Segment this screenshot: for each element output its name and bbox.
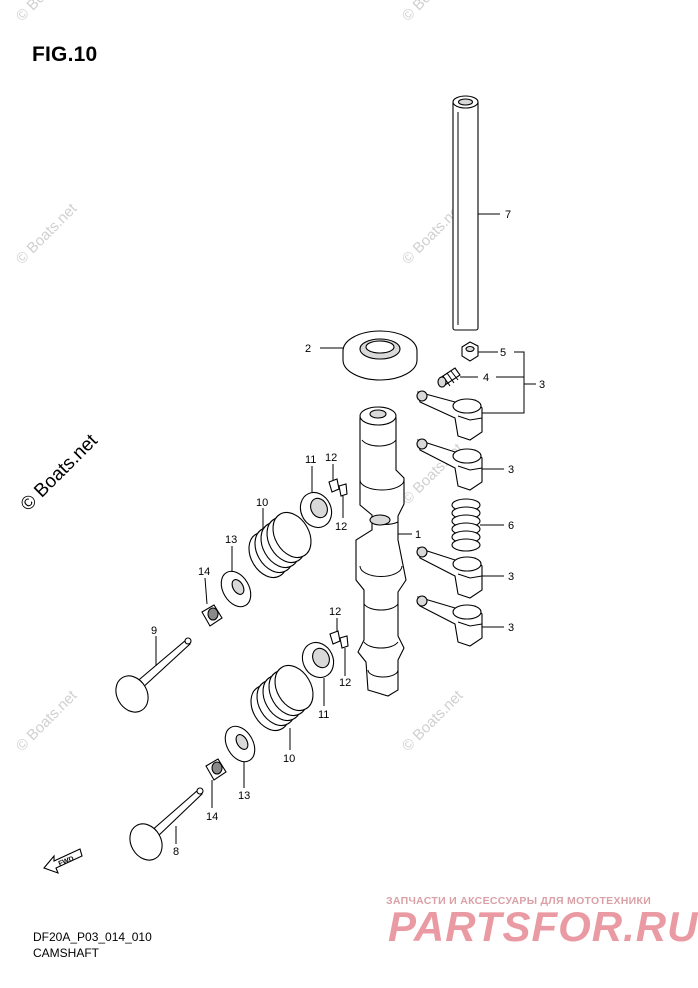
- part-3-rocker-arm: [416, 390, 483, 441]
- callout-3: 3: [508, 622, 514, 634]
- callout-6: 7: [505, 209, 511, 221]
- callout-14: 14: [198, 566, 210, 578]
- callout-12: 12: [339, 677, 351, 689]
- callout-9: 9: [151, 625, 157, 637]
- callout-12: 12: [329, 606, 341, 618]
- figure-title: FIG.10: [32, 43, 98, 66]
- leader-lines: [155, 213, 536, 844]
- part-6-pipe: [452, 95, 479, 331]
- part-3-rocker-arm: [416, 438, 483, 491]
- part-10-valve-spring: [248, 511, 312, 579]
- callout-1: 1: [415, 529, 421, 541]
- callout-11: 11: [318, 709, 329, 721]
- watermark: © Boats.net: [13, 200, 81, 268]
- part-3-rocker-arm: [416, 595, 483, 647]
- part-11-retainer: [299, 491, 335, 679]
- callout-5: 5: [500, 347, 506, 359]
- callout-2: 2: [305, 343, 311, 355]
- part-10-valve-spring: [250, 664, 314, 732]
- watermark: © Boats.net: [13, 687, 81, 755]
- callout-12: 12: [325, 452, 337, 464]
- fwd-arrow-icon: FWD: [43, 848, 83, 874]
- part-1-camshaft: [355, 406, 407, 697]
- watermark: © Boats.net: [399, 687, 467, 755]
- part-13-spring-seat: [220, 570, 256, 763]
- callout-7: 6: [508, 520, 514, 532]
- part-5-nut: [461, 341, 479, 362]
- fwd-label: FWD: [58, 855, 75, 867]
- callout-10: 10: [256, 497, 268, 509]
- callout-labels: 7 2 5 4 3 3 6 3 3 1 11 12 12 10 13 14 9 …: [151, 209, 545, 858]
- shop-tagline-watermark: ЗАПЧАСТИ И АКСЕССУАРЫ ДЛЯ МОТОТЕХНИКИ: [386, 895, 652, 907]
- watermark: © Boats.net: [13, 0, 81, 25]
- callout-3: 3: [508, 571, 514, 583]
- callout-3: 3: [508, 464, 514, 476]
- shop-logo-watermark: PARTSFOR.RU: [388, 903, 698, 950]
- callout-8: 8: [173, 846, 179, 858]
- callout-4: 4: [483, 372, 489, 384]
- callout-13: 13: [225, 534, 237, 546]
- part-4-adjust-screw: [437, 367, 461, 388]
- part-3-rocker-arm: [416, 546, 483, 599]
- callout-12: 12: [335, 521, 347, 533]
- part-12-cotter: [329, 630, 349, 649]
- callout-10: 10: [283, 753, 295, 765]
- watermark-main: © Boats.net: [17, 430, 103, 516]
- callout-14: 14: [206, 811, 218, 823]
- part-9-valve: [115, 637, 192, 713]
- part-2-oil-seal: [342, 330, 418, 381]
- watermark: © Boats.net: [399, 0, 467, 25]
- callout-3: 3: [539, 379, 545, 391]
- figure-code: DF20A_P03_014_010: [33, 930, 152, 944]
- part-7-spring: [451, 498, 481, 552]
- part-14-stem-seal: [201, 604, 227, 781]
- callout-11: 11: [305, 454, 316, 466]
- part-12-cotter: [328, 478, 348, 497]
- part-8-valve: [129, 787, 204, 861]
- figure-caption: CAMSHAFT: [33, 946, 99, 960]
- callout-13: 13: [238, 790, 250, 802]
